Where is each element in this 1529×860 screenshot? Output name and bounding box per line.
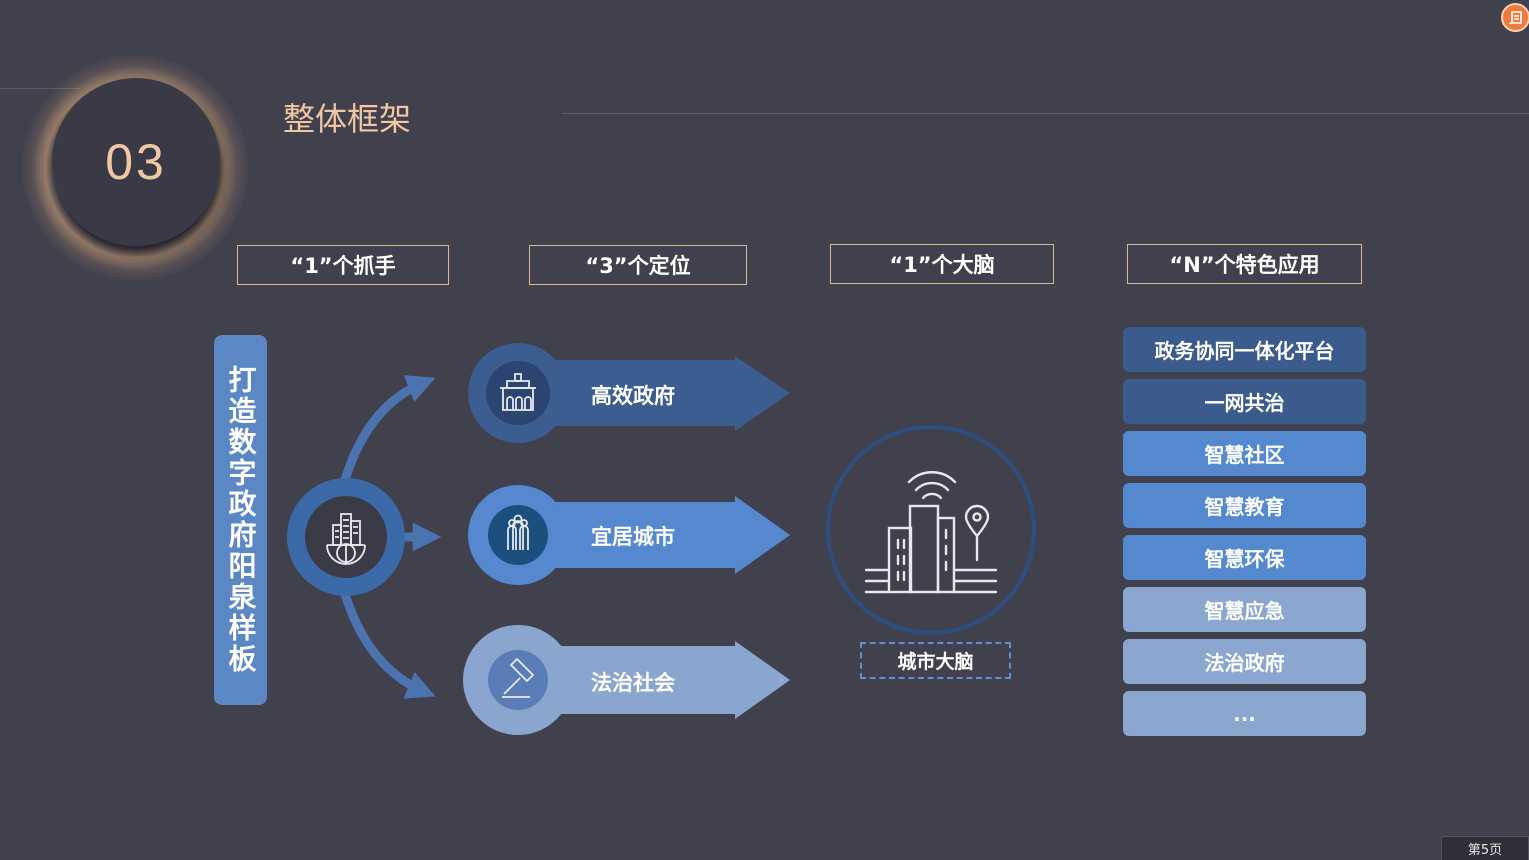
hub-connectors (340, 375, 442, 699)
edit-document-icon (1508, 10, 1522, 25)
government-building-icon (500, 373, 536, 411)
hub-node (287, 478, 405, 596)
connector-to-bottom (340, 592, 436, 699)
column-header-brain: “1”个大脑 (830, 244, 1054, 284)
city-brain-node (826, 425, 1036, 635)
position-label-livable-city: 宜居城市 (591, 525, 675, 549)
column-header-handle: “1”个抓手 (237, 245, 449, 285)
page-indicator[interactable]: 第5页 (1441, 836, 1529, 860)
city-brain-label: 城市大脑 (860, 642, 1011, 679)
connector-to-top (340, 375, 436, 482)
app-item: 一网共治 (1123, 379, 1366, 424)
app-item: 智慧社区 (1123, 431, 1366, 476)
position-label-rule-of-law: 法治社会 (591, 671, 675, 695)
section-title: 整体框架 (283, 100, 412, 138)
edit-slide-button[interactable] (1501, 3, 1529, 32)
position-arrow-rule-of-law (463, 625, 790, 735)
position-arrow-efficient-gov (468, 343, 790, 443)
section-number: 03 (52, 78, 220, 246)
app-item: 智慧教育 (1123, 483, 1366, 528)
position-arrow-livable-city (468, 485, 790, 585)
header-rule-left (0, 88, 80, 89)
app-item: 政务协同一体化平台 (1123, 327, 1366, 372)
app-item: ... (1123, 691, 1366, 736)
app-item: 智慧应急 (1123, 587, 1366, 632)
handle-vertical-label: 打造数字政府阳泉样板 (214, 335, 267, 705)
people-group-icon (507, 514, 529, 550)
header-rule-right (562, 113, 1529, 114)
smart-city-icon (864, 471, 998, 594)
app-item: 智慧环保 (1123, 535, 1366, 580)
gavel-icon (502, 657, 535, 698)
column-header-positions: “3”个定位 (529, 245, 747, 285)
column-header-apps: “N”个特色应用 (1127, 244, 1362, 284)
position-label-efficient-gov: 高效政府 (591, 384, 675, 408)
app-item: 法治政府 (1123, 639, 1366, 684)
globe-buildings-icon (326, 513, 366, 565)
